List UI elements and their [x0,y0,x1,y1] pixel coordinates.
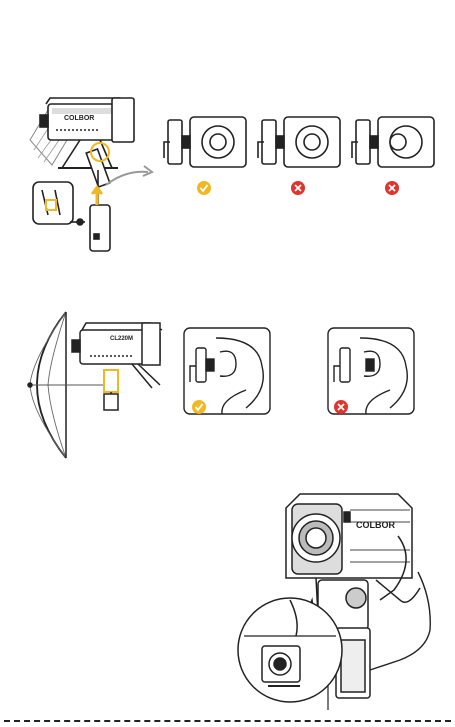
page-divider [4,720,451,724]
fixture-model-label: CL220M [110,336,133,342]
section-2-umbrella-mount: CL220M [0,290,455,470]
section-2-illustration: CL220M [0,290,455,470]
section-3-power-connection: COLBOR [0,480,455,720]
fixture-brand-label: COLBOR [64,115,94,122]
umbrella-light-illustration [28,312,162,458]
section-3-illustration: COLBOR [0,480,455,720]
cross-icon [385,181,399,195]
mount-diagram-2 [258,117,340,167]
check-icon [192,400,206,414]
section-1-light-mount-orientation: COLBOR [0,0,455,270]
mount-diagram-3 [352,117,434,167]
fixture-brand-label: COLBOR [356,520,395,530]
light-with-battery-illustration [238,494,430,710]
mount-diagram-1 [164,117,246,167]
check-icon [197,181,211,195]
cross-icon [291,181,305,195]
cross-icon [334,400,348,414]
section-1-illustration: COLBOR [0,0,455,270]
